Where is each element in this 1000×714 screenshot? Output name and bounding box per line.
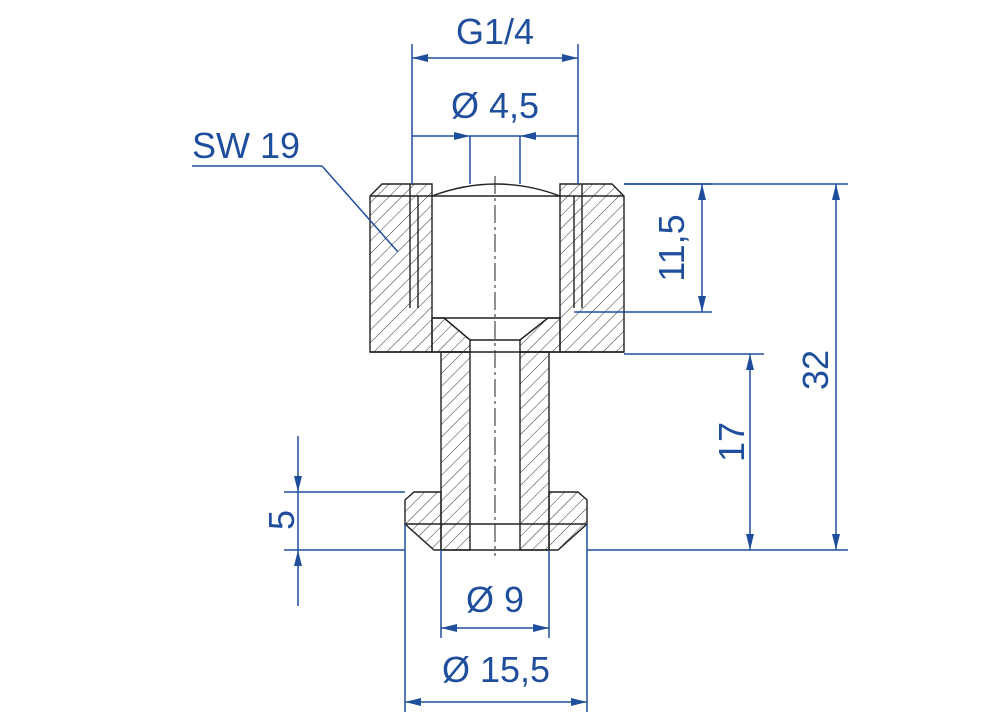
stem-left-wall (440, 351, 471, 551)
wrench-size-label: SW 19 (192, 125, 300, 166)
nut-right-wall (559, 183, 625, 353)
stem-diameter-label: Ø 9 (466, 579, 524, 620)
nut-left-wall (369, 183, 433, 353)
stem-right-wall (519, 351, 550, 551)
lower-height-label: 17 (711, 422, 752, 462)
thread-depth-label: 11,5 (651, 214, 692, 281)
bore-label: Ø 4,5 (451, 85, 539, 126)
dimensions: G1/4 Ø 4,5 SW 19 11,5 32 17 (192, 11, 848, 712)
thread-label: G1/4 (456, 11, 534, 52)
flange-height-label: 5 (261, 510, 302, 530)
part-cross-section (369, 176, 625, 556)
flange-left (404, 491, 442, 551)
flange-right (548, 491, 588, 551)
flange-diameter-label: Ø 15,5 (442, 649, 550, 690)
total-height-label: 32 (795, 350, 836, 390)
